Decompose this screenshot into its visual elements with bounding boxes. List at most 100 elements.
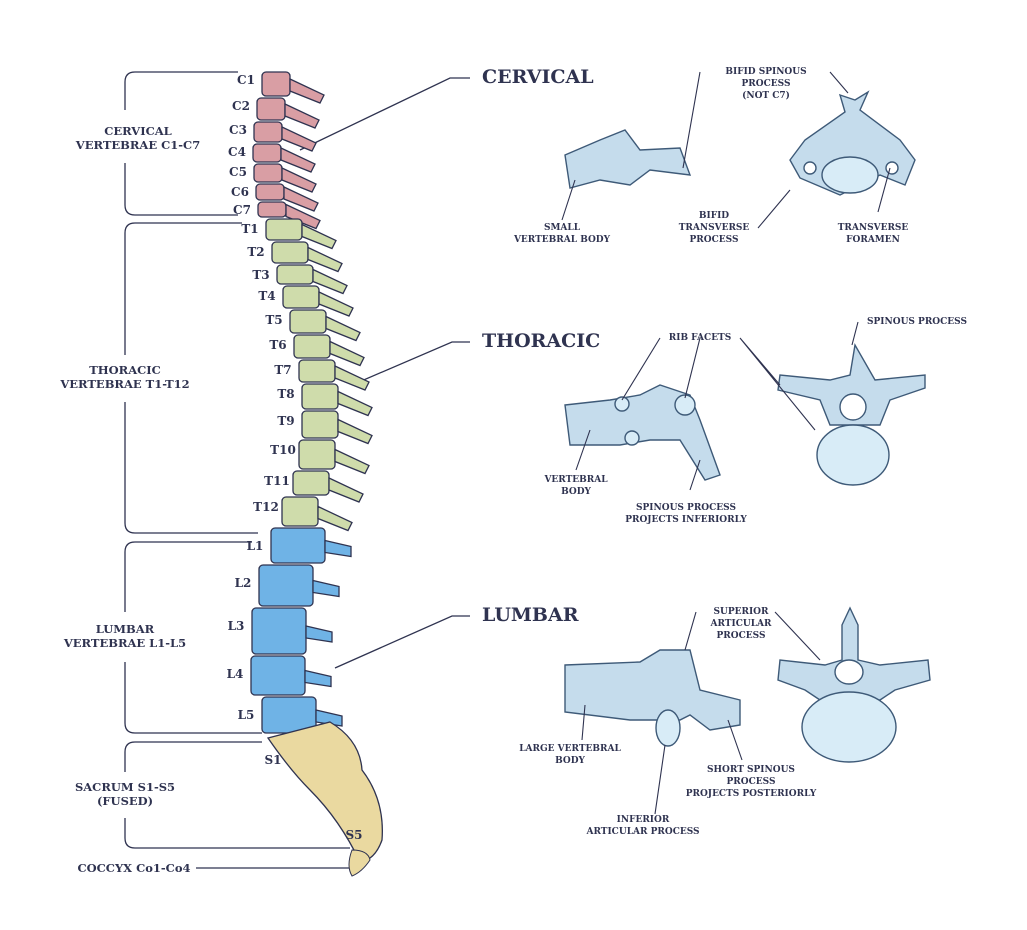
label-superior-articular: SUPERIOR ARTICULAR PROCESS: [710, 607, 772, 641]
spinous-process-l5: [315, 709, 343, 727]
spinous-process-t6: [329, 340, 365, 367]
vertebral-body-t9: [301, 410, 339, 439]
vertebral-body-c6: [255, 183, 285, 201]
coccyx-shape: [348, 849, 371, 877]
vertebral-body-l1: [270, 527, 326, 564]
spinous-process-t1: [301, 223, 337, 250]
label-small-body: SMALL VERTEBRAL BODY: [513, 223, 611, 245]
vertebra-details: [564, 90, 931, 763]
vertebral-body-t8: [301, 383, 339, 410]
spinous-process-t10: [334, 448, 370, 475]
vertebra-label-t10: T10: [270, 443, 296, 457]
spinous-process-t12: [317, 505, 353, 532]
vertebra-label-c7: C7: [233, 203, 251, 217]
vertebra-label-t5: T5: [265, 313, 283, 327]
vertebra-label-t1: T1: [241, 222, 259, 236]
thoracic-leader: [351, 341, 470, 386]
vertebral-body-c1: [261, 71, 291, 97]
lumbar-bracket: [124, 541, 262, 734]
lumbar-heading: LUMBAR: [482, 604, 579, 626]
vertebra-label-l4: L4: [226, 667, 244, 681]
spinous-process-c1: [289, 77, 325, 104]
lumbar-side-view: [564, 649, 741, 731]
label-large-body: LARGE VERTEBRAL BODY: [519, 744, 621, 766]
spinous-process-c2: [284, 102, 320, 129]
thoracic-region-label: THORACIC VERTEBRAE T1-T12: [60, 363, 190, 391]
vertebral-body-t7: [298, 359, 336, 383]
vertebral-body-t3: [276, 264, 314, 285]
coccyx-region-label: COCCYX Co1-Co4: [77, 861, 191, 875]
vertebral-body-c4: [252, 143, 282, 163]
spinous-process-c6: [283, 185, 319, 212]
vertebral-body-t1: [265, 218, 303, 241]
sacrum-shape: [266, 721, 383, 863]
label-vertebral-body: VERTEBRAL BODY: [544, 475, 608, 497]
vertebra-label-c1: C1: [237, 73, 255, 87]
vertebral-body-t11: [292, 470, 330, 496]
label-bifid-spinous: BIFID SPINOUS PROCESS (NOT C7): [725, 67, 807, 101]
vertebra-label-t6: T6: [269, 338, 287, 352]
spinous-process-l4: [304, 669, 332, 688]
label-spinous-inferior: SPINOUS PROCESS PROJECTS INFERIORLY: [625, 503, 747, 525]
region-brackets: [124, 71, 470, 869]
vertebral-body-c3: [253, 121, 283, 143]
label-short-spinous: SHORT SPINOUS PROCESS PROJECTS POSTERIOR…: [685, 765, 817, 799]
vertebra-label-l3: L3: [227, 619, 245, 633]
vertebral-body-t4: [282, 285, 320, 309]
vertebra-label-s5: S5: [345, 828, 363, 842]
spinous-process-t2: [307, 246, 343, 273]
vertebra-label-c4: C4: [228, 145, 246, 159]
vertebra-label-c2: C2: [232, 99, 250, 113]
sacrum-bracket: [124, 741, 350, 849]
vertebral-body-t12: [281, 496, 319, 527]
vertebral-body-c7: [257, 201, 287, 218]
label-inferior-articular: INFERIOR ARTICULAR PROCESS: [586, 815, 700, 837]
vertebra-label-t3: T3: [252, 268, 270, 282]
label-bifid-transverse: BIFID TRANSVERSE PROCESS: [678, 211, 750, 245]
vertebra-label-t9: T9: [277, 414, 295, 428]
lumbar-leader: [334, 615, 470, 669]
vertebra-label-l5: L5: [237, 708, 255, 722]
lumbar-region-label: LUMBAR VERTEBRAE L1-L5: [63, 622, 187, 650]
spinous-process-t3: [312, 268, 348, 295]
vertebra-label-s1: S1: [264, 753, 282, 767]
vertebra-label-t8: T8: [277, 387, 295, 401]
spinous-process-c5: [281, 166, 317, 193]
spinous-process-l2: [312, 579, 340, 598]
vertebral-body-l2: [258, 564, 314, 607]
spinous-process-c7: [285, 203, 321, 230]
cervical-side-view: [564, 129, 692, 189]
label-transverse-foramen: TRANSVERSE FORAMEN: [837, 223, 909, 245]
cervical-region-label: CERVICAL VERTEBRAE C1-C7: [75, 124, 201, 152]
thoracic-heading: THORACIC: [482, 330, 601, 352]
cervical-body: [821, 156, 879, 194]
thoracic-side-view: [564, 384, 721, 481]
label-spinous-process: SPINOUS PROCESS: [867, 317, 967, 327]
thoracic-bracket: [124, 222, 258, 534]
annotation-leaders: [561, 71, 891, 815]
spinous-process-c4: [280, 146, 316, 173]
spine-column: [250, 71, 383, 877]
spinous-process-l1: [324, 539, 352, 558]
spinous-process-t8: [337, 390, 373, 417]
cervical-bracket: [124, 71, 238, 216]
spinous-process-t11: [328, 476, 364, 503]
vertebra-label-t12: T12: [253, 500, 279, 514]
spinous-process-t7: [334, 364, 370, 391]
spinous-process-l3: [305, 625, 333, 643]
vertebra-label-c5: C5: [229, 165, 247, 179]
lumbar-body: [801, 691, 897, 763]
vertebral-body-t10: [298, 439, 336, 470]
spinous-process-t5: [325, 315, 361, 342]
spinous-process-c3: [281, 125, 317, 152]
lumbar-top-view: [777, 606, 931, 701]
thoracic-body: [816, 424, 890, 486]
vertebra-label-c3: C3: [229, 123, 247, 137]
vertebra-label-t2: T2: [247, 245, 265, 259]
vertebra-label-t4: T4: [258, 289, 276, 303]
vertebral-body-c2: [256, 97, 286, 121]
vertebral-body-t2: [271, 241, 309, 264]
sacrum-region-label: SACRUM S1-S5 (FUSED): [74, 780, 176, 808]
